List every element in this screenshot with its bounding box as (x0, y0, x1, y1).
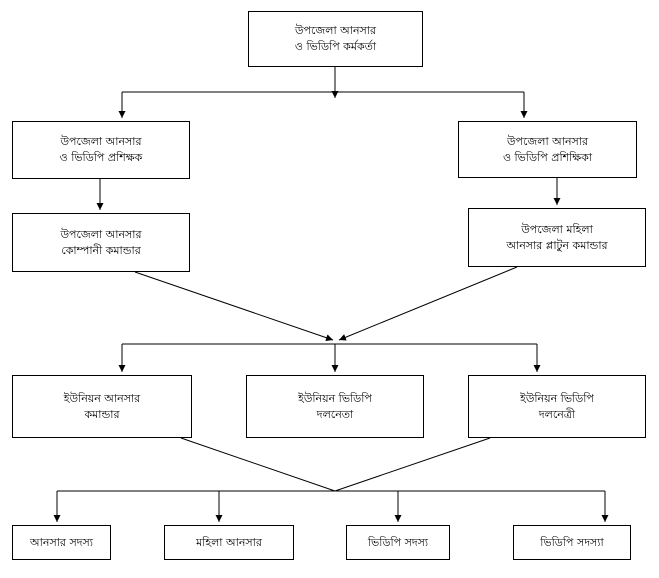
node-label-line1: উপজেলা মহিলা (521, 222, 593, 236)
node-label-line2: দলনেত্রী (538, 407, 576, 421)
node-union-ansar-commander: ইউনিয়ন আনসার কমান্ডার (12, 375, 192, 438)
node-label-line1: ইউনিয়ন আনসার (63, 391, 141, 405)
connector-line (180, 437, 336, 492)
node-women-platoon-commander: উপজেলা মহিলা আনসার প্লাটুন কমান্ডার (468, 208, 646, 267)
node-label-line1: উপজেলা আনসার (506, 134, 589, 148)
node-union-vdp-leader-male: ইউনিয়ন ভিডিপি দলনেতা (246, 375, 424, 438)
node-label: মহিলা আনসার (196, 535, 262, 549)
node-label-line2: আনসার প্লাটুন কমান্ডার (506, 238, 608, 252)
connector-line (334, 437, 491, 492)
node-trainer-male: উপজেলা আনসার ও ভিডিপি প্রশিক্ষক (12, 121, 190, 179)
node-label-line1: উপজেলা আনসার (60, 135, 142, 148)
node-label: ভিডিপি সদস্যা (540, 535, 604, 549)
node-label-line2: ও ভিডিপি কর্মকর্তা (294, 40, 377, 53)
node-label: ভিডিপি সদস্য (367, 535, 429, 549)
node-upazila-officer: উপজেলা আনসার ও ভিডিপি কর্মকর্তা (248, 11, 423, 67)
node-label: আনসার সদস্য (30, 535, 93, 549)
node-vdp-member-female: ভিডিপি সদস্যা (513, 525, 631, 560)
node-label-line1: উপজেলা আনসার (60, 227, 142, 241)
node-company-commander: উপজেলা আনসার কোম্পানী কমান্ডার (12, 213, 190, 272)
node-label-line2: কোম্পানী কমান্ডার (61, 243, 141, 257)
node-women-ansar: মহিলা আনসার (164, 525, 294, 560)
node-label-line2: ও ভিডিপি প্রশিক্ষক (59, 151, 143, 164)
node-label-line2: ও ভিডিপি প্রশিক্ষিকা (502, 150, 593, 164)
node-union-vdp-leader-female: ইউনিয়ন ভিডিপি দলনেত্রী (468, 375, 646, 438)
node-vdp-member-male: ভিডিপি সদস্য (346, 525, 450, 560)
node-label-line1: ইউনিয়ন ভিডিপি (520, 391, 594, 405)
connector-line (134, 271, 334, 342)
node-label-line2: দলনেতা (316, 407, 354, 421)
node-label-line1: উপজেলা আনসার (294, 24, 377, 37)
node-ansar-member: আনসার সদস্য (12, 525, 111, 560)
connector-line (338, 266, 518, 341)
node-trainer-female: উপজেলা আনসার ও ভিডিপি প্রশিক্ষিকা (458, 121, 637, 178)
node-label-line2: কমান্ডার (84, 407, 120, 421)
node-label-line1: ইউনিয়ন ভিডিপি (298, 391, 372, 405)
